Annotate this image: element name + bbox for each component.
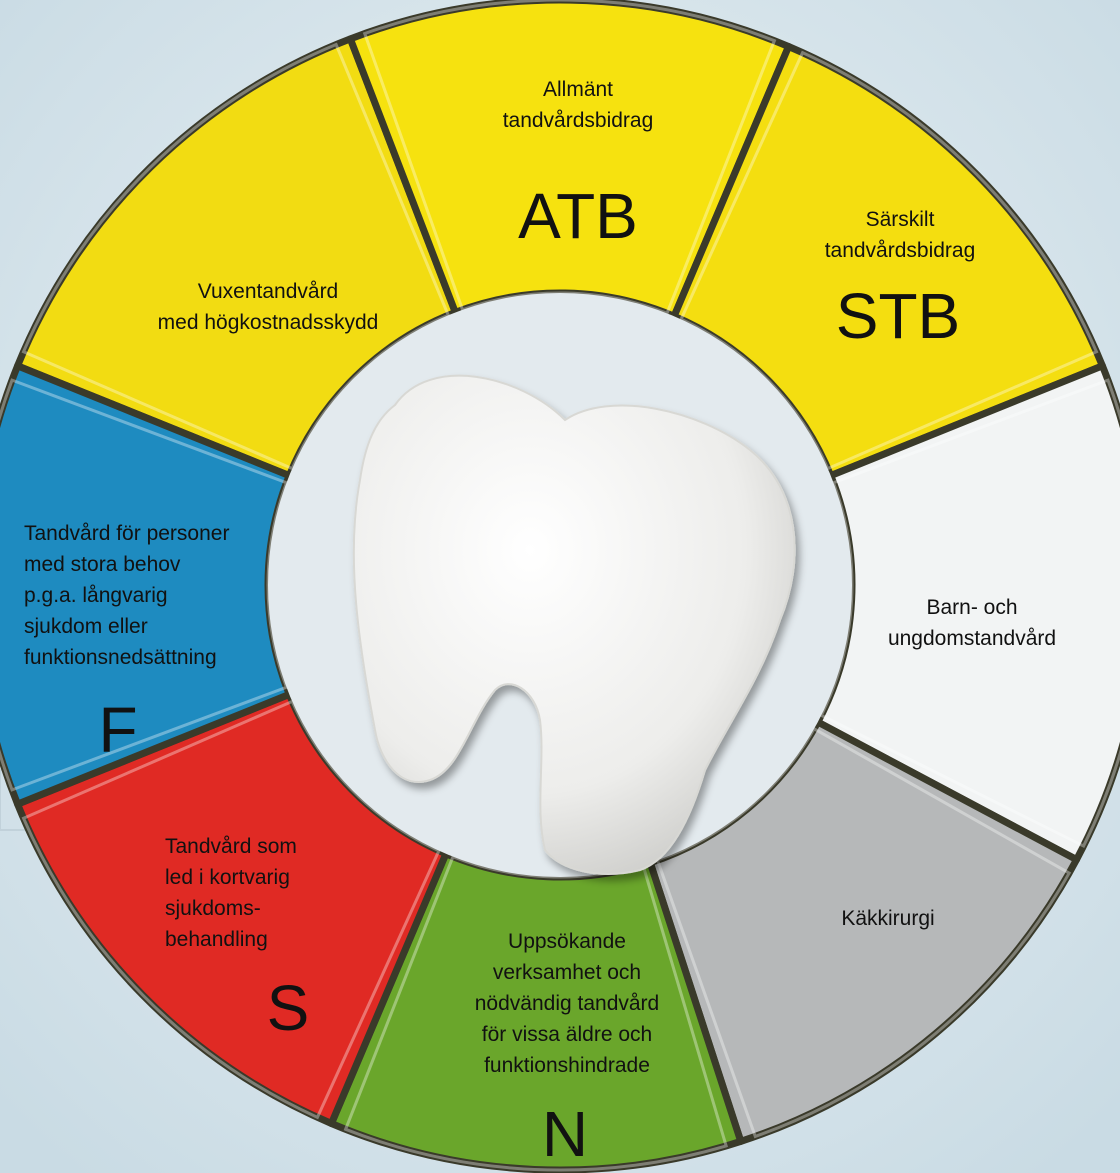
segment-line: funktionshindrade [484,1054,650,1077]
segment-line: Vuxentandvård [198,280,339,303]
center-layer [268,293,852,877]
segment-line: sjukdom eller [24,615,148,638]
segment-line: Tandvård för personer [24,522,229,545]
segment-line: led i kortvarig [165,866,290,889]
segment-line: p.g.a. långvarig [24,584,168,607]
segment-line: Tandvård som [165,835,297,858]
segment-line: verksamhet och [493,961,641,984]
segment-line: Barn- och [926,596,1017,619]
segment-line: funktionsnedsättning [24,646,217,669]
segment-line: Uppsökande [508,930,626,953]
segment-line: med stora behov [24,553,181,576]
segment-line: med högkostnadsskydd [158,311,379,334]
segment-line: sjukdoms- [165,897,261,920]
segment-code-s: S [267,972,310,1044]
segment-line: Särskilt [866,208,935,231]
segment-line: behandling [165,928,268,951]
segment-line: Allmänt [543,78,613,101]
segment-code-atb: ATB [518,180,638,252]
segment-line: nödvändig tandvård [475,992,659,1015]
segment-line: ungdomstandvård [888,627,1056,650]
segment-label-kak: Käkkirurgi [841,907,934,930]
segment-line: Käkkirurgi [841,907,934,930]
segment-code-n: N [542,1098,588,1170]
segment-code-stb: STB [836,280,960,352]
segment-line: tandvårdsbidrag [503,109,654,132]
segment-code-f: F [98,694,137,766]
segment-line: tandvårdsbidrag [825,239,976,262]
segment-line: för vissa äldre och [482,1023,652,1046]
